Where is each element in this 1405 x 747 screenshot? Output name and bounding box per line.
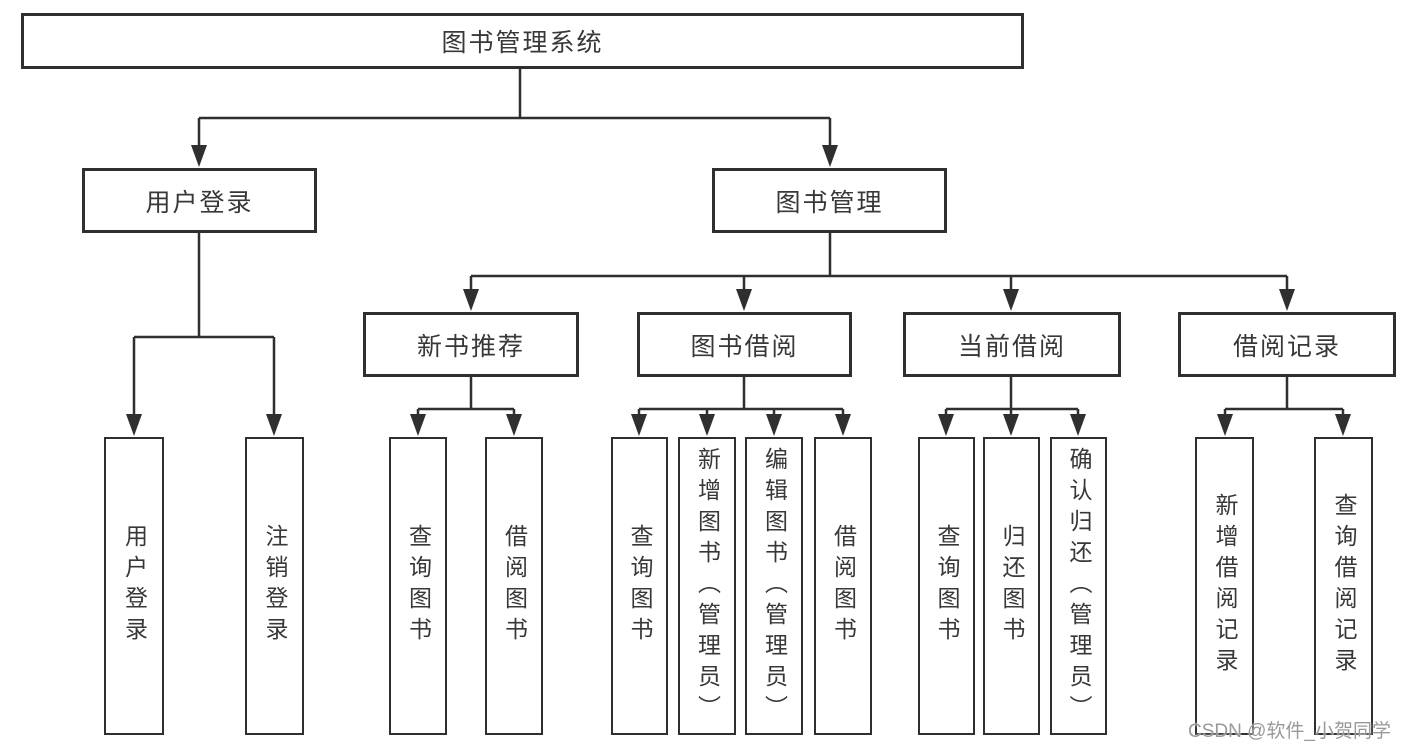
arrowhead-icon	[1003, 289, 1019, 311]
node-current-borrow: 当前借阅	[903, 312, 1121, 377]
leaf-query-books: 查询图书	[389, 437, 447, 735]
arrowhead-icon	[126, 414, 142, 436]
leaf-label: 确认归还（管理员）	[1066, 446, 1092, 726]
arrowhead-icon	[835, 414, 851, 436]
arrowhead-icon	[266, 414, 282, 436]
node-root: 图书管理系统	[21, 13, 1024, 69]
leaf-query-books: 查询图书	[611, 437, 668, 735]
leaf-label: 编辑图书（管理员）	[761, 446, 788, 726]
leaf-label: 借阅图书	[501, 524, 528, 648]
node-user-login: 用户登录	[82, 168, 317, 233]
arrowhead-icon	[766, 414, 782, 436]
leaf-label: 查询图书	[405, 524, 432, 648]
leaf-label: 归还图书	[999, 524, 1025, 648]
arrowhead-icon	[699, 414, 715, 436]
arrowhead-icon	[463, 289, 479, 311]
node-book-management: 图书管理	[712, 168, 947, 233]
arrowhead-icon	[191, 145, 207, 167]
arrowhead-icon	[938, 414, 954, 436]
leaf-label: 查询图书	[934, 524, 960, 648]
connector-book-borrow-to-leaves	[637, 377, 845, 416]
leaf-label: 注销登录	[262, 524, 288, 648]
arrowhead-icon	[1279, 289, 1295, 311]
leaf-query-books: 查询图书	[918, 437, 975, 735]
leaf-borrow-books: 借阅图书	[814, 437, 872, 735]
connector-book-management-to-level3	[469, 233, 1289, 291]
leaf-label: 用户登录	[121, 524, 148, 648]
arrowhead-icon	[631, 414, 647, 436]
node-book-borrow: 图书借阅	[637, 312, 852, 377]
leaf-borrow-books: 借阅图书	[485, 437, 543, 735]
connector-root-to-level2	[197, 69, 832, 147]
leaf-label: 新增借阅记录	[1212, 493, 1238, 679]
leaf-confirm-return-admin: 确认归还（管理员）	[1050, 437, 1107, 735]
leaf-return-books: 归还图书	[983, 437, 1040, 735]
connector-user-login-to-leaves	[132, 233, 276, 416]
csdn-watermark: CSDN @软件_小贺同学	[1188, 721, 1391, 742]
leaf-label: 借阅图书	[830, 524, 857, 648]
arrowhead-icon	[1217, 414, 1233, 436]
connector-current-borrow-to-leaves	[944, 377, 1080, 416]
leaf-label: 查询借阅记录	[1331, 493, 1357, 679]
node-new-book-recommend: 新书推荐	[363, 312, 579, 377]
leaf-query-borrow-record: 查询借阅记录	[1314, 437, 1373, 735]
leaf-edit-books-admin: 编辑图书（管理员）	[745, 437, 803, 735]
connector-new-book-to-leaves	[416, 377, 516, 416]
arrowhead-icon	[1003, 414, 1019, 436]
leaf-label: 新增图书（管理员）	[694, 446, 721, 726]
arrowhead-icon	[1335, 414, 1351, 436]
leaf-logout: 注销登录	[245, 437, 304, 735]
arrowhead-icon	[506, 414, 522, 436]
arrowhead-icon	[410, 414, 426, 436]
leaf-user-login: 用户登录	[104, 437, 164, 735]
arrowhead-icon	[822, 145, 838, 167]
leaf-add-books-admin: 新增图书（管理员）	[678, 437, 736, 735]
connector-borrow-records-to-leaves	[1223, 377, 1345, 416]
arrowhead-icon	[1070, 414, 1086, 436]
leaf-label: 查询图书	[627, 524, 653, 648]
arrowhead-icon	[736, 289, 752, 311]
node-borrow-records: 借阅记录	[1178, 312, 1396, 377]
leaf-add-borrow-record: 新增借阅记录	[1195, 437, 1254, 735]
